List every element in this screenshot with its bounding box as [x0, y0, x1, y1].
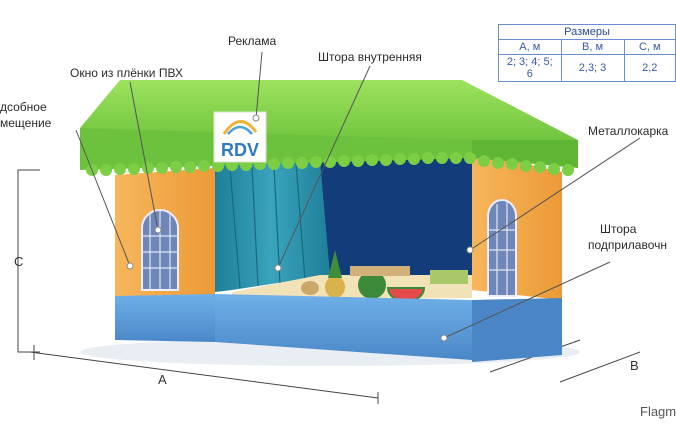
sizes-table-title: Размеры	[498, 24, 676, 40]
label-shtora-podpr-1: Штора	[600, 222, 637, 236]
label-podsobnoe-2: мещение	[0, 116, 52, 130]
watermark: Flagma	[640, 404, 676, 419]
label-okno-pvc: Окно из плёнки ПВХ	[70, 66, 183, 80]
roof-valance	[86, 152, 574, 176]
sizes-header-c: С, м	[623, 39, 676, 55]
right-base	[472, 298, 562, 362]
label-shtora-vnutrennyaya: Штора внутренняя	[318, 50, 422, 64]
window-left	[141, 209, 179, 291]
window-right	[487, 199, 517, 297]
dimension-c: C	[14, 254, 24, 269]
sizes-value-b: 2,3; 3	[560, 54, 625, 82]
leader-lines	[75, 51, 641, 342]
sizes-header-a: А, м	[498, 39, 562, 55]
label-reklama: Реклама	[228, 34, 277, 48]
counter-front-base	[215, 294, 472, 360]
front-base	[115, 294, 215, 342]
sizes-value-a: 2; 3; 4; 5; 6	[498, 54, 562, 82]
label-shtora-podpr-2: подприлавочн	[588, 238, 667, 252]
dimension-a: A	[158, 372, 167, 387]
inner-curtain	[215, 160, 330, 292]
sizes-table: Размеры А, м В, м С, м 2; 3; 4; 5; 6 2,3…	[498, 24, 676, 82]
roof-side-fascia	[472, 140, 578, 168]
label-metallokarkas: Металлокарка	[588, 124, 669, 138]
label-podsobnoe-1: дсобное	[0, 100, 47, 114]
sizes-value-c: 2,2	[623, 54, 676, 82]
sizes-header-b: В, м	[560, 39, 625, 55]
interior-back	[320, 150, 472, 275]
fruit-display	[301, 250, 468, 303]
logo-text: RDV	[221, 140, 259, 160]
dimension-b: B	[630, 358, 639, 373]
